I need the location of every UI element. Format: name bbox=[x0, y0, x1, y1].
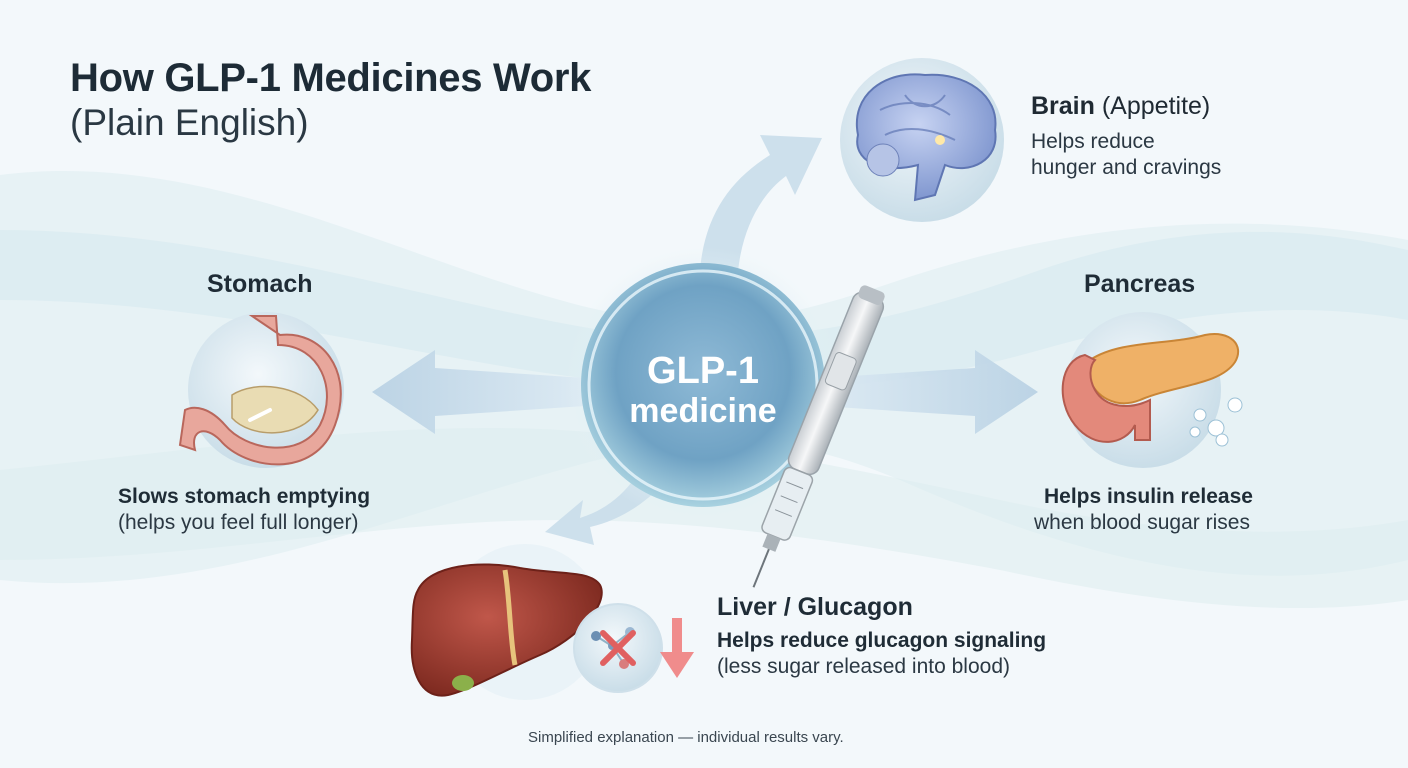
stomach-heading: Stomach bbox=[207, 270, 313, 298]
injection-pen-icon bbox=[752, 285, 885, 588]
glucagon-blocked-icon bbox=[573, 603, 663, 693]
brain-heading: Brain (Appetite) bbox=[1031, 92, 1210, 121]
page-subtitle: (Plain English) bbox=[70, 102, 309, 143]
brain-text-line2: hunger and cravings bbox=[1031, 156, 1222, 179]
stomach-icon bbox=[178, 312, 344, 468]
center-circle bbox=[565, 247, 841, 523]
arrow-to-stomach bbox=[372, 350, 585, 434]
stomach-text-line2: (helps you feel full longer) bbox=[118, 511, 359, 534]
brain-text-line1: Helps reduce bbox=[1031, 130, 1155, 153]
liver-heading: Liver / Glucagon bbox=[717, 593, 913, 621]
liver-text-line2: (less sugar released into blood) bbox=[717, 655, 1010, 678]
pancreas-text-line2: when blood sugar rises bbox=[1034, 511, 1250, 534]
down-arrow-icon bbox=[660, 618, 694, 678]
center-label-line1: GLP-1 bbox=[647, 350, 759, 392]
pancreas-text-line1: Helps insulin release bbox=[1044, 485, 1253, 508]
brain-heading-extra: (Appetite) bbox=[1101, 92, 1211, 120]
pancreas-icon bbox=[1061, 312, 1243, 468]
stomach-text-line1: Slows stomach emptying bbox=[118, 485, 371, 508]
arrow-to-brain bbox=[700, 135, 822, 272]
footnote: Simplified explanation — individual resu… bbox=[528, 729, 844, 746]
brain-heading-main: Brain bbox=[1031, 92, 1095, 120]
liver-text-line1: Helps reduce glucagon signaling bbox=[717, 629, 1047, 652]
liver-icon bbox=[410, 544, 603, 700]
page-title: How GLP-1 Medicines Work bbox=[70, 56, 592, 100]
center-label-line2: medicine bbox=[629, 392, 777, 430]
brain-icon bbox=[840, 58, 1004, 222]
arrow-to-pancreas bbox=[820, 350, 1038, 434]
pancreas-heading: Pancreas bbox=[1084, 270, 1196, 298]
